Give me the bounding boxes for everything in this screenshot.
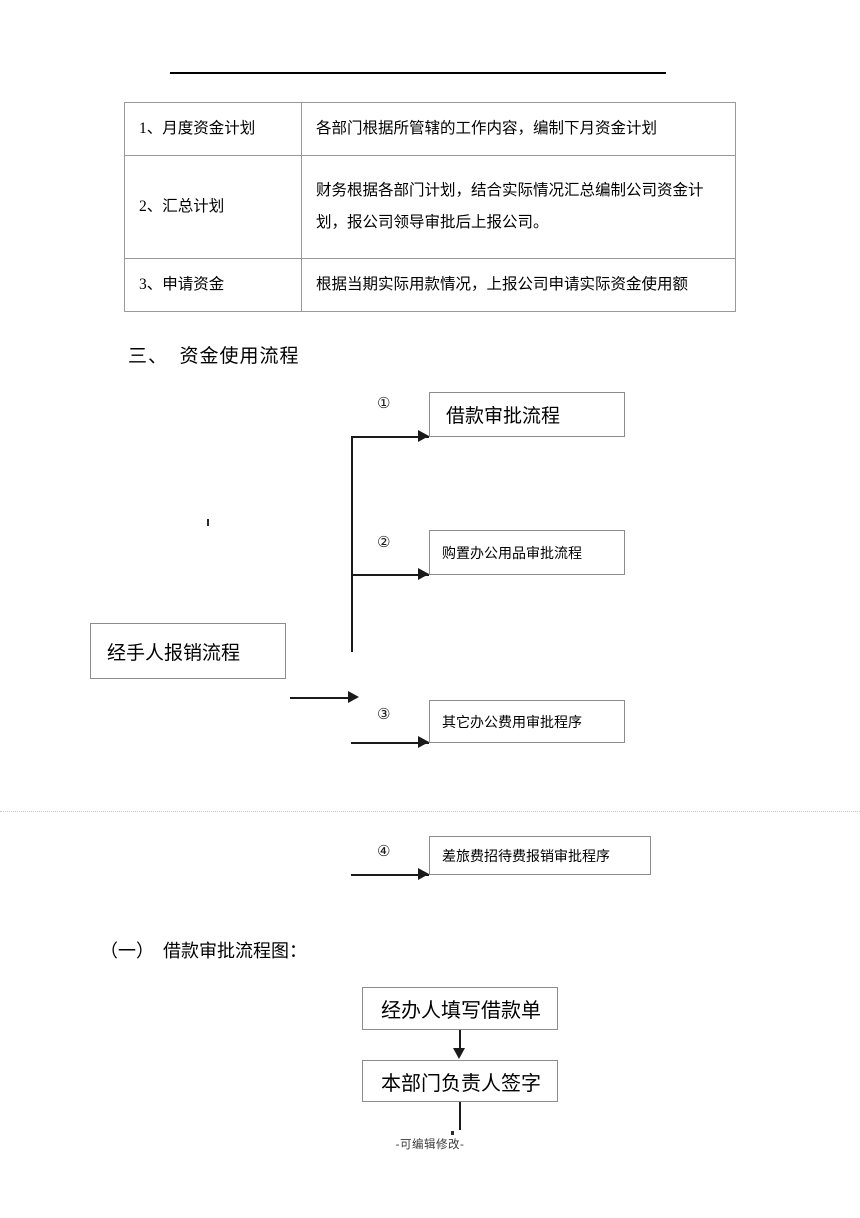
flow-box-handler-reimbursement: 经手人报销流程 [90,623,286,679]
section-heading-fund-usage-flow: 三、 资金使用流程 [128,346,300,367]
table-cell-label: 2、汇总计划 [124,154,302,259]
table-cell-label: 3、申请资金 [124,257,302,312]
subsection-heading-loan-approval-diagram: （一） 借款审批流程图： [100,941,307,961]
arrow-head-branch-3 [418,736,429,748]
branch-marker-2: ② [377,533,391,551]
connector-branch-3 [351,742,429,744]
table-cell-label: 1、月度资金计划 [124,102,302,156]
flow-box-label: 本部门负责人签字 [381,1072,541,1095]
table-row: 3、申请资金 根据当期实际用款情况，上报公司申请实际资金使用额 [124,257,736,312]
flow-box-label: 经办人填写借款单 [381,1000,541,1022]
header-divider-rule [170,72,666,74]
connector-branch-4 [351,874,429,876]
page-break-divider [0,811,860,812]
table-row: 2、汇总计划 财务根据各部门计划，结合实际情况汇总编制公司资金计 划，报公司领导… [124,154,736,259]
loan-step-box-department-head-sign: 本部门负责人签字 [362,1060,558,1102]
arrow-head-branch-2 [418,568,429,580]
table-cell-description: 根据当期实际用款情况，上报公司申请实际资金使用额 [301,257,736,312]
flow-box-label: 借款审批流程 [446,406,561,427]
flow-box-travel-entertainment-approval: 差旅费招待费报销审批程序 [429,836,651,875]
branch-marker-3: ③ [377,705,391,723]
flow-box-other-office-expense-approval: 其它办公费用审批程序 [429,700,625,743]
flow-box-label: 其它办公费用审批程序 [442,715,582,731]
flow-box-label: 购置办公用品审批流程 [442,546,582,562]
footer-note: -可编辑修改- [395,1139,465,1151]
table-cell-description: 各部门根据所管辖的工作内容，编制下月资金计划 [301,102,736,156]
arrow-head-branch-4 [418,868,429,880]
flow-box-label: 差旅费招待费报销审批程序 [442,849,610,865]
connector-loan-step-tail [459,1102,461,1130]
arrow-head-loan-step-down [453,1048,465,1059]
flow-box-office-supply-approval: 购置办公用品审批流程 [429,530,625,575]
scan-artifact-mark [207,519,209,526]
branch-marker-1: ① [377,394,391,412]
connector-loan-step-vertical [459,1030,461,1050]
connector-detached-segment [290,697,355,699]
connector-branch-2 [351,574,429,576]
connector-branch-1 [351,436,429,438]
arrow-head-branch-1 [418,430,429,442]
table-row: 1、月度资金计划 各部门根据所管辖的工作内容，编制下月资金计划 [124,102,736,156]
flow-box-loan-approval: 借款审批流程 [429,392,625,437]
connector-trunk-vertical [351,437,353,652]
arrow-head-detached [348,691,359,703]
branch-marker-4: ④ [377,842,391,860]
flow-box-label: 经手人报销流程 [107,642,241,664]
table-cell-description: 财务根据各部门计划，结合实际情况汇总编制公司资金计 划，报公司领导审批后上报公司… [301,154,736,259]
funding-plan-table: 1、月度资金计划 各部门根据所管辖的工作内容，编制下月资金计划 2、汇总计划 财… [124,102,736,312]
loan-step-box-fill-form: 经办人填写借款单 [362,987,558,1030]
scan-artifact-mark [451,1131,454,1135]
